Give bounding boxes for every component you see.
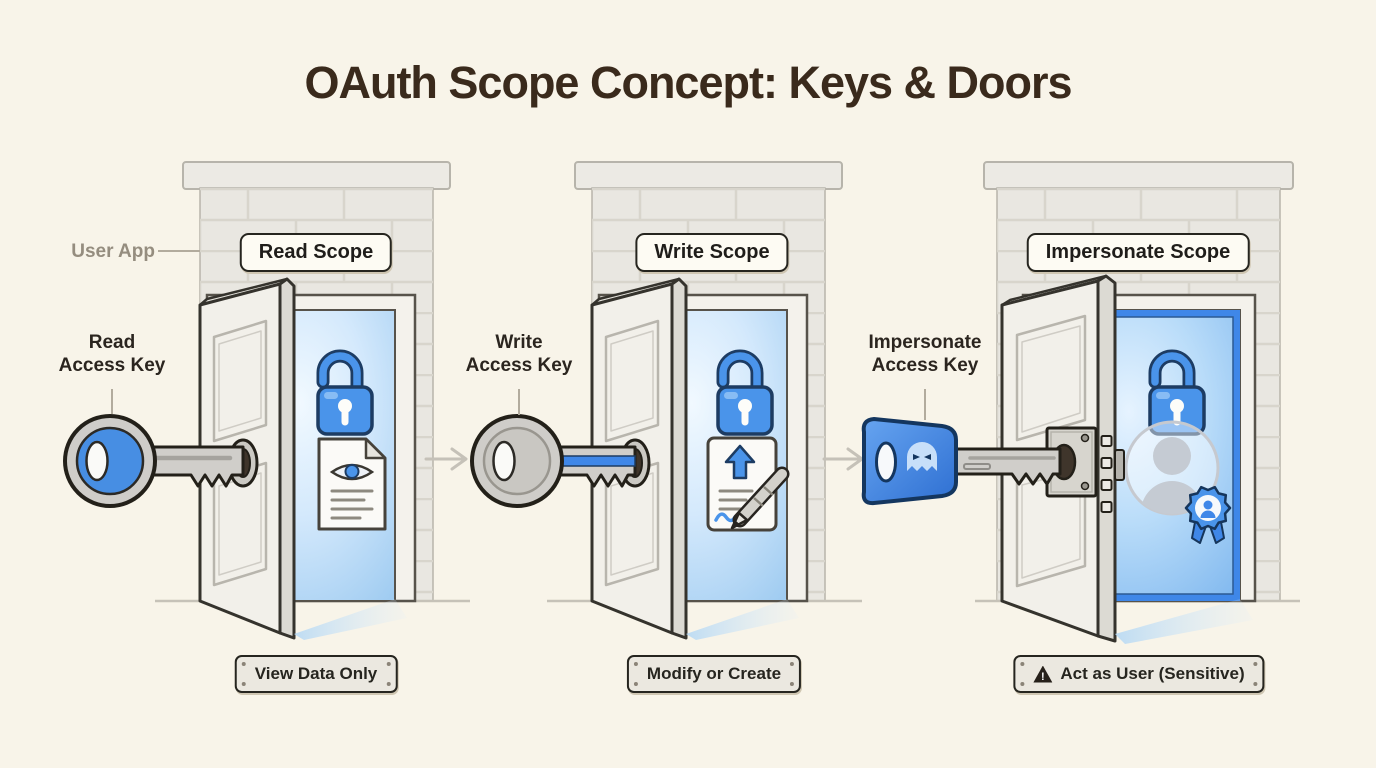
document-eye-icon <box>317 437 387 531</box>
screw-icon <box>241 662 246 666</box>
screw-icon <box>1020 662 1025 666</box>
plaque-act-as-user: ! Act as User (Sensitive) <box>1013 655 1265 693</box>
wall-cap <box>182 161 451 190</box>
screw-icon <box>386 662 391 666</box>
screw-icon <box>386 682 391 686</box>
screw-icon <box>1253 682 1258 686</box>
flow-arrow-icon <box>822 447 864 471</box>
scope-sign-write: Write Scope <box>635 233 789 272</box>
warning-triangle-icon: ! <box>1033 665 1053 683</box>
key-callout-line <box>111 389 113 414</box>
key-callout-line <box>518 389 520 415</box>
plaque-view-data-only: View Data Only <box>234 655 398 693</box>
ghost-icon <box>907 442 937 471</box>
upload-arrow-icon <box>724 444 756 480</box>
screw-icon <box>633 662 638 666</box>
user-app-callout-line <box>158 250 200 252</box>
flow-arrow-icon <box>424 447 468 471</box>
light-spill <box>686 599 799 640</box>
screw-icon <box>241 682 246 686</box>
screw-icon <box>790 682 795 686</box>
key-label-write: Write Access Key <box>465 332 573 376</box>
screw-icon <box>1253 662 1258 666</box>
wall-cap <box>574 161 843 190</box>
screw-icon <box>790 662 795 666</box>
document-pen-icon <box>706 436 790 532</box>
blue-fob-ghost-key-icon <box>861 417 1062 506</box>
wall-cap <box>983 161 1294 190</box>
key-label-read: Read Access Key <box>58 332 166 376</box>
light-spill <box>1115 599 1253 644</box>
user-app-label: User App <box>71 241 155 262</box>
edge-bolts <box>1100 435 1113 513</box>
page-title: OAuth Scope Concept: Keys & Doors <box>304 57 1072 108</box>
scope-sign-read: Read Scope <box>239 233 393 272</box>
key-callout-line <box>924 389 926 420</box>
light-spill <box>294 599 407 640</box>
scope-sign-impersonate: Impersonate Scope <box>1026 233 1250 272</box>
plaque-modify-or-create: Modify or Create <box>626 655 802 693</box>
silver-key-blue-stripe-icon <box>470 414 637 508</box>
eye-icon <box>329 463 375 481</box>
user-avatar-icon <box>1124 420 1232 544</box>
key-label-impersonate: Impersonate Access Key <box>868 332 982 376</box>
verified-badge-icon <box>1184 485 1232 544</box>
blue-round-key-icon <box>63 414 245 508</box>
pen-icon <box>730 466 790 530</box>
latch-bolt <box>1114 449 1125 481</box>
screw-icon <box>1020 682 1025 686</box>
screw-icon <box>633 682 638 686</box>
